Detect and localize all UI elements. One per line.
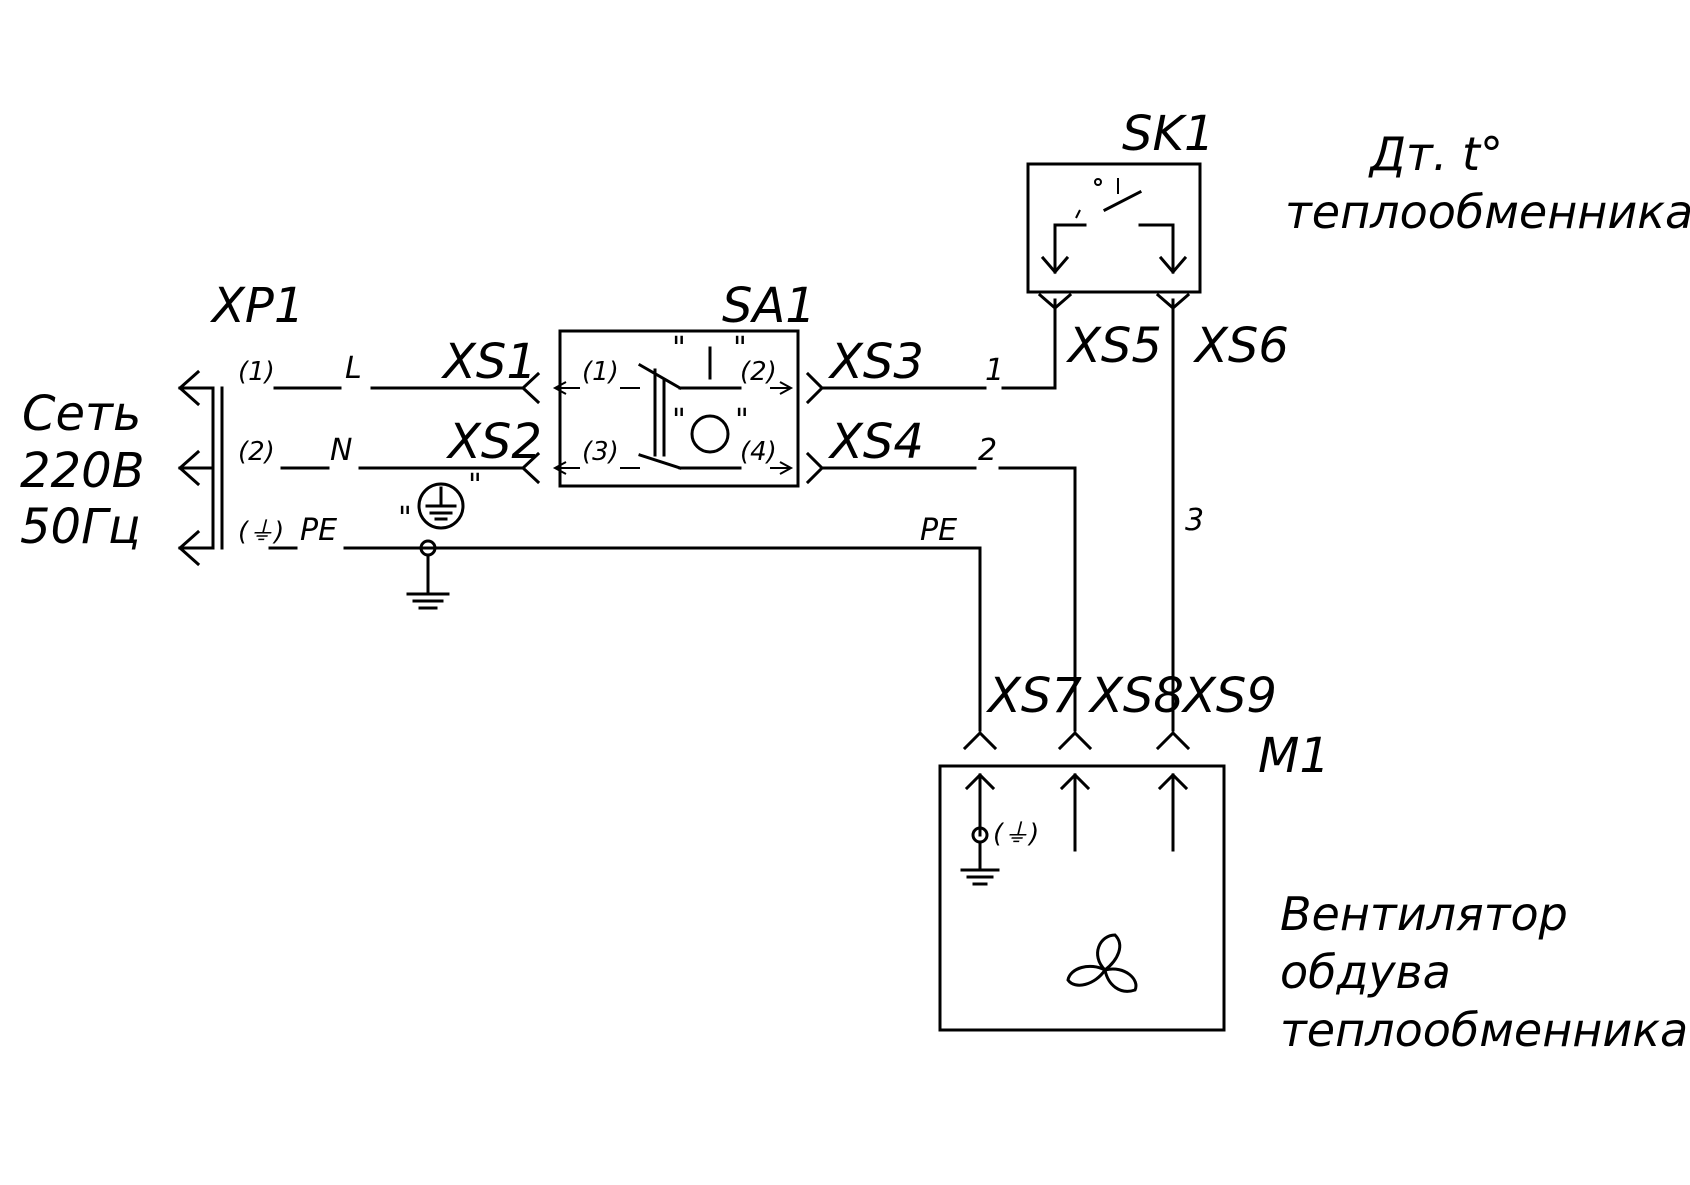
wire-2-label: 2 (978, 433, 997, 468)
xs9-label: XS9 (1180, 668, 1277, 724)
m1-label: M1 (1258, 728, 1330, 784)
xs6-label: XS6 (1192, 318, 1289, 374)
xs4-label: XS4 (827, 414, 924, 470)
m1-motor-box (938, 764, 1226, 1032)
xs7-label: XS7 (985, 668, 1082, 724)
protective-earth-quote-right: " (468, 468, 482, 503)
source-label-line2: 220В (20, 443, 145, 499)
xp1-connector (177, 369, 224, 567)
sa1-label: SA1 (722, 278, 816, 334)
wire-N (280, 451, 541, 485)
m1-note-line3: теплообменника (1280, 1003, 1688, 1057)
m1-note-line2: обдува (1280, 945, 1451, 999)
xs5-label: XS5 (1065, 318, 1162, 374)
sa1-on-mark: " (672, 331, 686, 366)
xs1-label: XS1 (440, 334, 537, 390)
sa1-pin4-label: (4) (740, 437, 777, 467)
wire-1 (805, 292, 1073, 405)
wire-PE-label-right: PE (920, 513, 957, 548)
sk1-note-line2: теплообменника (1285, 185, 1690, 239)
xp1-pin3-label: (⏚) (238, 517, 284, 547)
xs3-label: XS3 (827, 334, 924, 390)
wire-L-label: L (345, 351, 362, 386)
fan-icon (1066, 933, 1138, 993)
wire-3-label: 3 (1185, 503, 1204, 538)
sa1-off-mark-right: " (735, 403, 749, 438)
sa1-switch-box (552, 329, 800, 488)
sa1-off-mark-left: " (672, 403, 686, 438)
sk1-thermostat-box (1026, 162, 1202, 294)
sa1-on-mark-right: " (733, 331, 747, 366)
sa1-pin3-label: (3) (582, 437, 619, 467)
sk1-note-line1: Дт. t° (1368, 127, 1503, 181)
wire-3 (1155, 292, 1191, 732)
wire-1-label: 1 (985, 353, 1004, 388)
xp1-pin1-label: (1) (238, 357, 275, 387)
xp1-label: XP1 (209, 278, 304, 334)
xs2-label: XS2 (445, 414, 542, 470)
sk1-label: SK1 (1122, 106, 1214, 162)
xs8-label: XS8 (1087, 668, 1184, 724)
wire-L (273, 371, 541, 405)
wire-2 (805, 451, 1077, 732)
m1-ground-label: (⏚) (993, 819, 1039, 849)
sa1-pin1-label: (1) (582, 357, 619, 387)
source-label-line1: Сеть (22, 386, 141, 442)
wire-PE (268, 539, 982, 732)
xp1-pin2-label: (2) (238, 437, 275, 467)
wire-N-label: N (330, 433, 352, 468)
m1-note-line1: Вентилятор (1280, 887, 1568, 941)
source-label-line3: 50Гц (20, 499, 141, 555)
sa1-pin2-label: (2) (740, 357, 777, 387)
wire-PE-label-left: PE (300, 513, 337, 548)
protective-earth-icon (417, 482, 465, 530)
protective-earth-quote-left: " (398, 501, 412, 536)
motor-connectors (962, 730, 1191, 751)
